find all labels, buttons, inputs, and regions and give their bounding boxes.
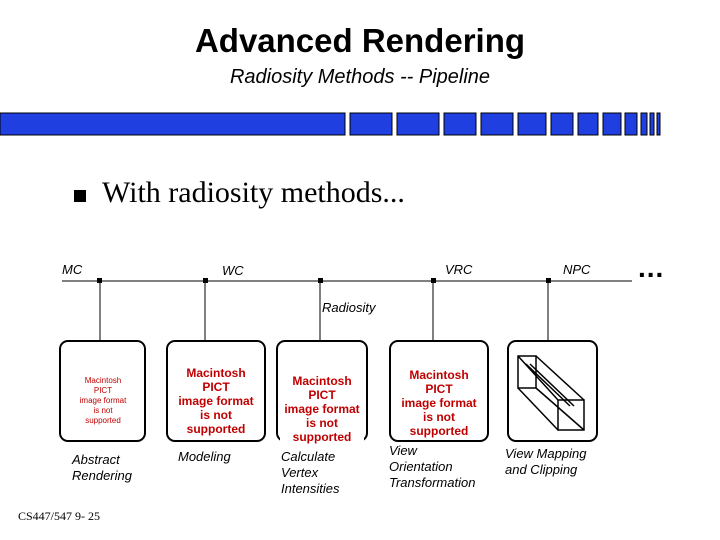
clipping-volume-icon (517, 355, 585, 431)
caption-view-orientation: View Orientation Transformation (389, 443, 476, 490)
pict-placeholder: Macintosh PICT image format is not suppo… (75, 376, 131, 426)
label-radiosity: Radiosity (322, 300, 376, 315)
bullet-text: With radiosity methods... (102, 176, 405, 209)
pict-placeholder: Macintosh PICT image format is not suppo… (172, 366, 260, 436)
bullet-square-icon (74, 190, 86, 202)
label-wc: WC (222, 263, 244, 278)
pipeline-nodes (97, 278, 551, 283)
stage-box-view-orientation: Macintosh PICT image format is not suppo… (389, 340, 489, 442)
slide-footer: CS447/547 9- 25 (18, 509, 101, 523)
label-mc: MC (62, 262, 83, 277)
pict-placeholder: Macintosh PICT image format is not suppo… (280, 374, 364, 444)
decorative-bar (0, 112, 661, 136)
label-vrc: VRC (445, 262, 473, 277)
ellipsis: ... (638, 252, 665, 283)
caption-abstract-rendering: Abstract Rendering (72, 452, 132, 483)
stage-box-view-mapping (507, 340, 598, 442)
stage-box-modeling: Macintosh PICT image format is not suppo… (166, 340, 266, 442)
slide-title: Advanced Rendering (194, 22, 526, 59)
caption-calculate-vertex-intensities: Calculate Vertex Intensities (281, 449, 340, 496)
stage-box-abstract-rendering: Macintosh PICT image format is not suppo… (59, 340, 146, 442)
slide-subtitle: Radiosity Methods -- Pipeline (229, 66, 491, 88)
stage-connectors (99, 283, 549, 340)
caption-modeling: Modeling (178, 449, 231, 464)
caption-view-mapping: View Mapping and Clipping (505, 446, 587, 477)
label-npc: NPC (563, 262, 591, 277)
stage-box-calculate-vertex-intensities: Macintosh PICT image format is not suppo… (276, 340, 368, 444)
pict-placeholder: Macintosh PICT image format is not suppo… (395, 368, 483, 438)
